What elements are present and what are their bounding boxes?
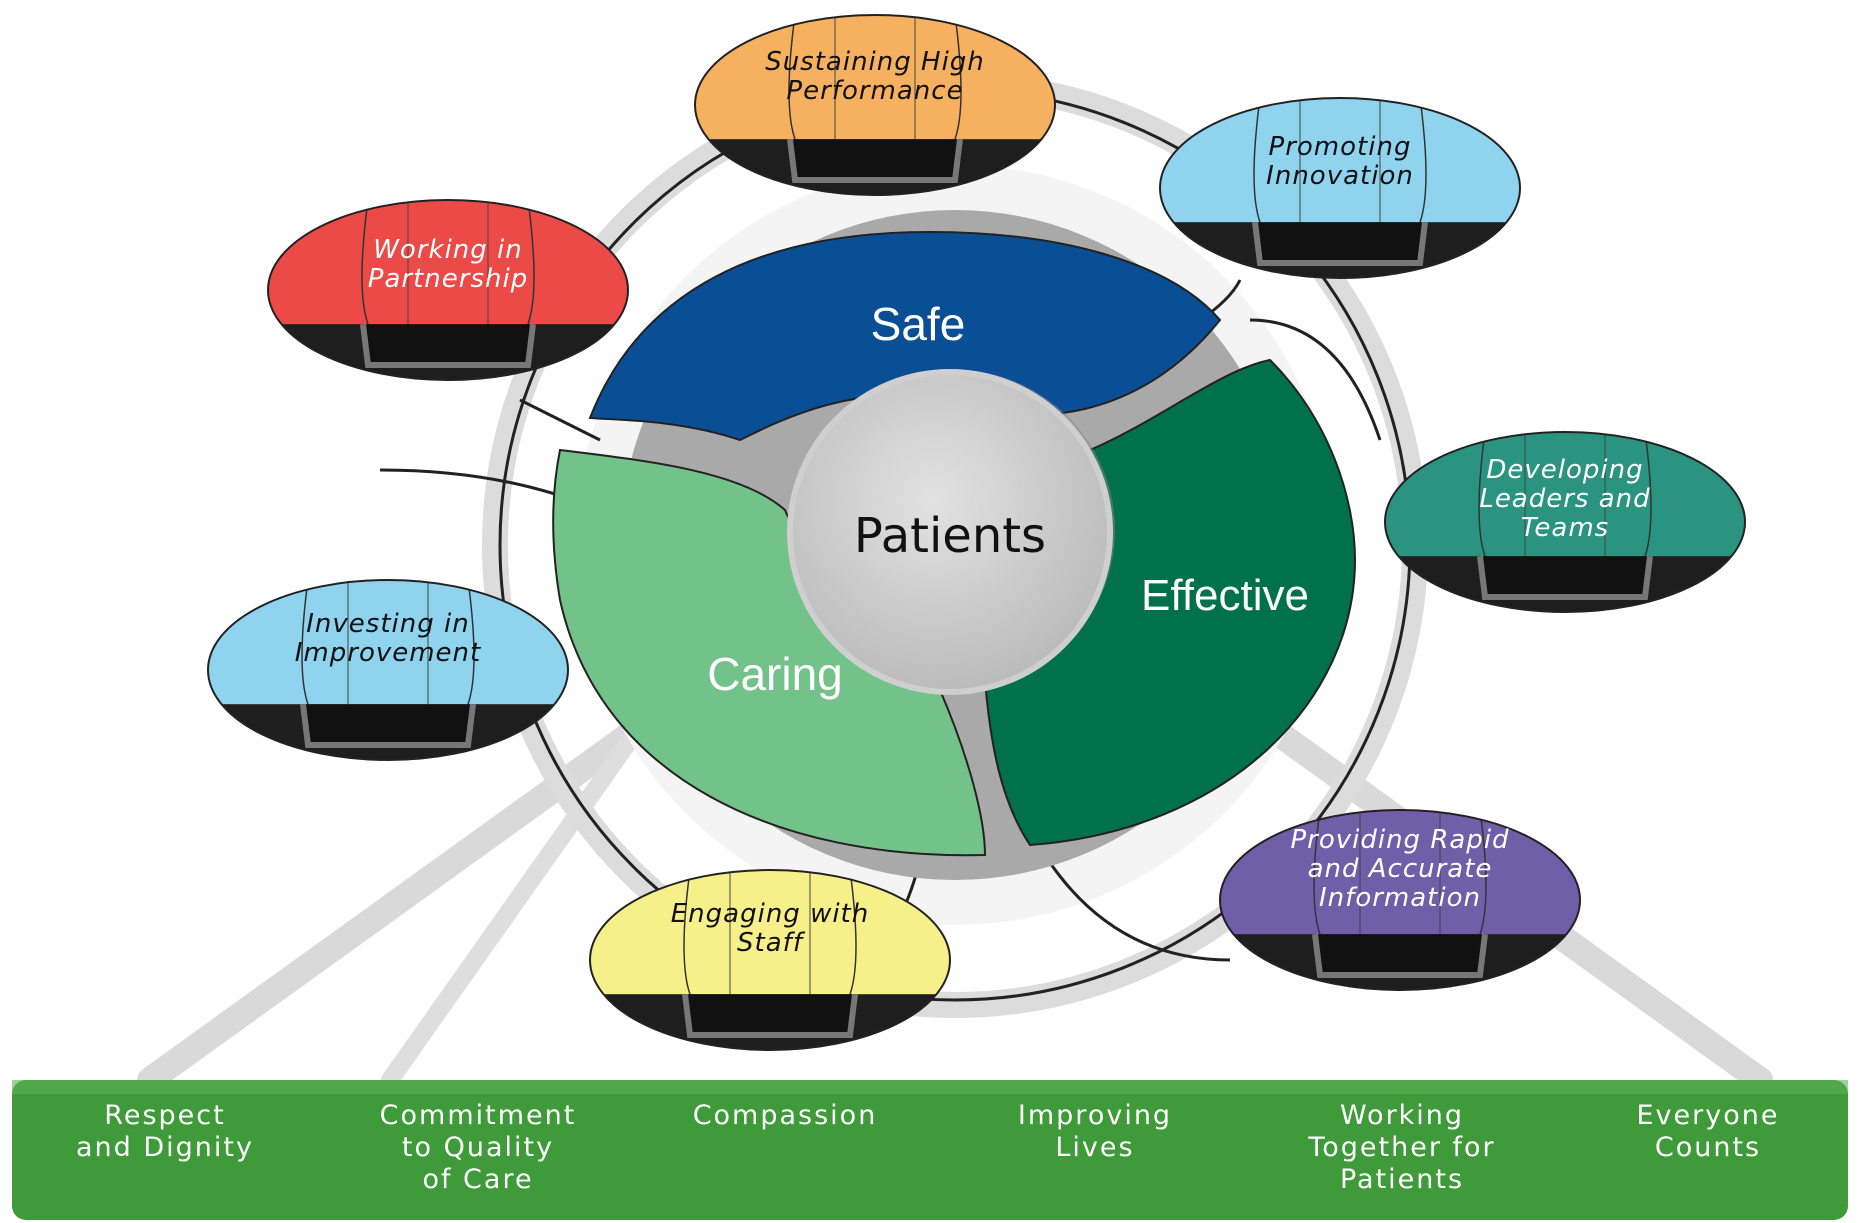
cabin-label-line: Performance <box>786 76 963 106</box>
cabin-label-line: Working in <box>373 235 523 265</box>
cabin-window <box>1477 555 1653 600</box>
cabin-outline <box>1159 97 1521 279</box>
cabin-label-line: Promoting <box>1269 132 1412 162</box>
segment-caring <box>552 448 987 857</box>
segment-label-caring: Caring <box>707 648 843 700</box>
cabin-outline <box>694 14 1056 196</box>
cabin-label-line: Leaders and <box>1479 484 1650 514</box>
center-label: Patients <box>854 508 1046 564</box>
cabin-label-line: Engaging with <box>671 899 869 929</box>
cabin-label-line: Innovation <box>1266 161 1414 191</box>
cabin-label-line: Teams <box>1521 513 1609 543</box>
cabin-window <box>787 138 963 183</box>
cabin-label-line: Developing <box>1486 455 1643 485</box>
cabin-window <box>300 703 476 748</box>
cabin-label-line: and Accurate <box>1308 854 1493 884</box>
value-label: Working Together for Patients <box>1308 1100 1496 1195</box>
value-label: Everyone Counts <box>1636 1100 1780 1163</box>
cabin-window <box>360 323 536 368</box>
value-label: Improving Lives <box>1017 1100 1173 1163</box>
cabin-window <box>1252 221 1428 266</box>
cabin-outline <box>207 579 569 761</box>
cabin-outline <box>1384 431 1746 613</box>
cabin-label-line: Staff <box>737 928 806 958</box>
value-label: Respect and Dignity <box>76 1100 254 1163</box>
cabin-outline <box>589 869 951 1051</box>
cabin-window <box>682 993 858 1038</box>
cabin-outline <box>1219 809 1581 991</box>
cabin-label-line: Investing in <box>306 609 469 639</box>
values-bar <box>12 1080 1848 1220</box>
cabin-label-line: Information <box>1319 883 1481 913</box>
center-hub <box>787 369 1113 695</box>
value-label: Commitment to Quality of Care <box>379 1100 577 1195</box>
segment-label-safe: Safe <box>871 298 966 350</box>
cabin-outline <box>267 199 629 381</box>
cabin-label-line: Improvement <box>295 638 481 668</box>
segment-label-effective: Effective <box>1141 571 1309 620</box>
cabin-label-line: Providing Rapid <box>1290 825 1509 855</box>
cabin-label-line: Sustaining High <box>765 47 985 77</box>
value-label: Compassion <box>692 1100 878 1131</box>
cabin-window <box>1312 933 1488 978</box>
cabin-label-line: Partnership <box>368 264 528 294</box>
segment-safe <box>588 230 1222 442</box>
